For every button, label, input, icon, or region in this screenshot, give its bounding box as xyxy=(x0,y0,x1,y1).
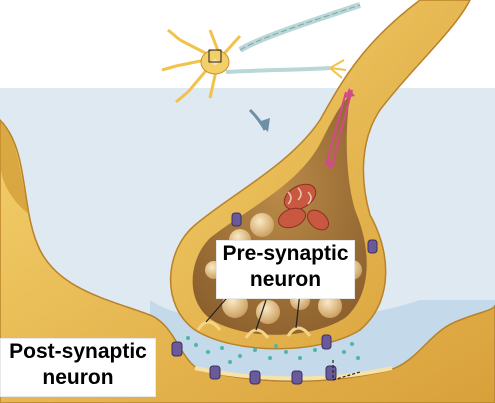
release-arrow-2 xyxy=(255,299,267,331)
post-synaptic-label: Post-synaptic neuron xyxy=(0,338,156,397)
post-synaptic-label-line2: neuron xyxy=(42,366,114,389)
transport-arrow-2 xyxy=(325,91,347,166)
mitochondrion-2 xyxy=(277,207,307,229)
exocytosis-site-3 xyxy=(286,326,312,337)
exocytosis-site-1 xyxy=(196,320,222,331)
transport-arrowhead-2 xyxy=(345,88,355,98)
transport-arrow-1 xyxy=(331,89,353,166)
receptors xyxy=(171,212,378,385)
reuptake-arrow xyxy=(332,360,361,381)
mitochondrion-3 xyxy=(306,209,330,231)
vesicle xyxy=(250,213,274,237)
neuron-overview xyxy=(161,2,361,132)
pre-synaptic-label-line2: neuron xyxy=(249,268,322,291)
pre-synaptic-label-line1: Pre-synaptic xyxy=(222,242,349,265)
vesicle xyxy=(318,294,342,318)
pre-synaptic-label: Pre-synaptic neuron xyxy=(216,240,355,299)
transport-arrowhead-1 xyxy=(326,160,336,170)
vesicle xyxy=(256,300,280,324)
mitochondria-cristae xyxy=(287,187,312,205)
neurotransmitters xyxy=(186,336,360,364)
post-synaptic-label-line1: Post-synaptic xyxy=(9,340,147,363)
post-synaptic-shade xyxy=(0,120,30,215)
